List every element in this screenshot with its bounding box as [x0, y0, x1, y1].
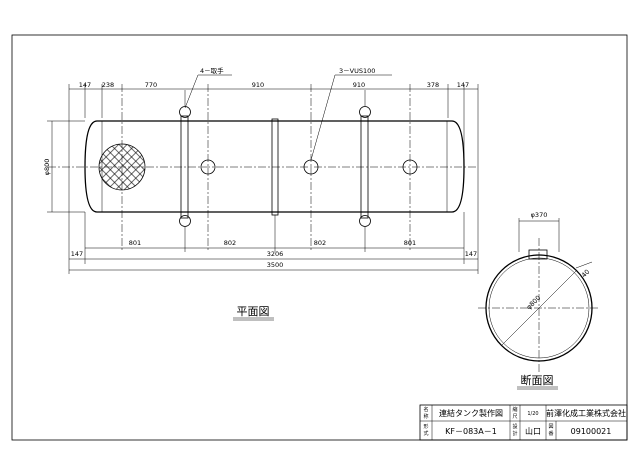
dim-middle-total: 3206	[267, 250, 284, 258]
section-dim-diameter: φ800	[525, 294, 542, 311]
section-dim-thickness: 40	[580, 268, 592, 280]
handle-left	[179, 106, 191, 227]
dim-bottom-2: 802	[224, 239, 236, 247]
tb-model-label-1: 形	[423, 423, 428, 430]
tb-scale-label-2: 尺	[512, 414, 517, 420]
tb-scale-label-1: 縮	[512, 406, 517, 413]
port-1	[200, 84, 216, 250]
tb-drawing-no: 09100021	[571, 427, 612, 436]
dim-bottom-1: 801	[129, 239, 141, 247]
tb-designer: 山口	[525, 426, 541, 436]
dim-end-left: 147	[71, 250, 83, 258]
manhole-mesh	[98, 84, 146, 250]
callout-handle: 4－取手	[200, 66, 224, 75]
dim-top-7: 147	[457, 81, 469, 89]
plan-view-label: 平面図	[237, 305, 270, 318]
section-dim-top-width: φ370	[531, 211, 548, 219]
tb-drawing-label-1: 図	[548, 424, 553, 430]
dim-top-3: 770	[145, 81, 157, 89]
tb-name-label-2: 称	[423, 413, 428, 420]
tb-design-label-2: 計	[512, 430, 517, 437]
tank-outline	[84, 120, 465, 213]
section-view-label: 断面図	[521, 373, 554, 387]
tb-drawing-label-2: 番	[548, 430, 553, 437]
dim-top-4: 910	[252, 81, 264, 89]
tb-company: 前澤化成工業株式会社	[546, 408, 626, 418]
dim-bottom-4: 801	[404, 239, 416, 247]
dim-top-1: 147	[79, 81, 91, 89]
dim-top-6: 378	[427, 81, 439, 89]
callout-ports: 3－VUS100	[339, 67, 375, 75]
dim-diameter: φ800	[43, 159, 51, 176]
title-block: 名 称 連結タンク製作図 縮 尺 1/20 前澤化成工業株式会社 形 式 KF－…	[419, 404, 628, 441]
section-view: φ370 φ800 40 断面図	[478, 211, 600, 390]
port-3	[402, 84, 418, 250]
tb-model-label-2: 式	[423, 430, 428, 437]
dim-bottom-3: 802	[314, 239, 326, 247]
tb-design-label-1: 設	[512, 423, 517, 430]
dim-overall: 3500	[267, 261, 284, 269]
drawing-frame	[11, 34, 628, 441]
tb-scale: 1/20	[527, 411, 538, 417]
handle-right	[359, 106, 371, 227]
dim-top-5: 910	[353, 81, 365, 89]
tb-model: KF－083A－1	[445, 427, 497, 436]
dim-end-right: 147	[465, 250, 477, 258]
dim-top-2: 238	[102, 81, 114, 89]
tb-name: 連結タンク製作図	[439, 408, 503, 418]
section-top-opening	[528, 249, 548, 260]
plan-view: 147 238 770 910 910 378 147 4－取手 3－VUS10…	[43, 66, 479, 321]
tb-name-label-1: 名	[423, 406, 428, 413]
